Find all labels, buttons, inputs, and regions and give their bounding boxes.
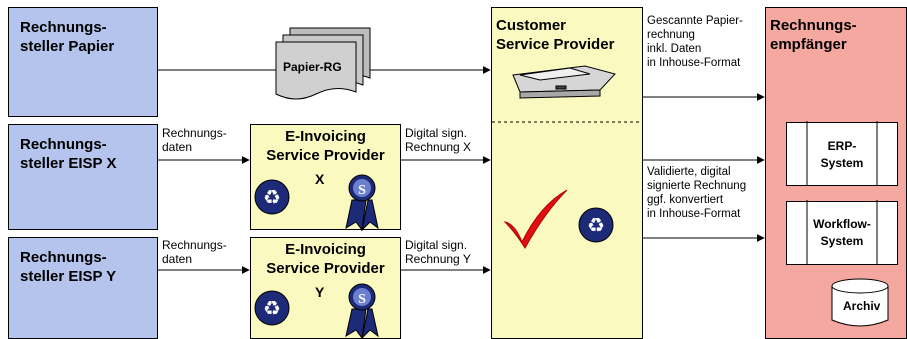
seal-ribbon-icon-x: S [345,174,379,232]
label-sign-y: Digital sign. Rechnung Y [405,238,471,266]
eisp-y-title: E-Invoicing Service Provider [266,241,385,277]
workflow-system-label: Workflow- System [813,217,871,248]
recycle-icon-eisp-x: ♻ [254,179,290,215]
sender-eisp-x-label: Rechnungs- steller EISP X [20,136,117,172]
seal-ribbon-icon-y: S [345,283,379,338]
workflow-system-box: Workflow- System [786,201,898,265]
archive-label: Archiv [843,299,881,313]
sender-paper-label: Rechnungs- steller Papier [20,19,115,55]
sender-eisp-y-label: Rechnungs- steller EISP Y [20,249,117,285]
receiver-title: Rechnungs- empfänger [770,17,857,53]
svg-text:S: S [358,183,366,198]
sender-paper-box: Rechnungs- steller Papier [8,7,158,117]
paper-invoice-stack [275,27,371,100]
erp-frame-lines [806,121,878,264]
svg-text:S: S [358,292,366,307]
csp-box: Customer Service Provider [491,7,643,339]
eisp-x-title: E-Invoicing Service Provider [266,128,385,164]
label-data-x: Rechnungs- daten [162,126,227,154]
label-sign-x: Digital sign. Rechnung X [405,126,472,154]
erp-system-box: ERP- System [786,122,898,186]
erp-system-label: ERP- System [820,139,864,170]
eisp-x-suffix: X [315,171,325,187]
label-validated: Validierte, digital signierte Rechnung g… [647,166,747,220]
sender-eisp-x-box: Rechnungs- steller EISP X [8,124,158,230]
archive-cylinder [831,278,889,327]
svg-text:♻: ♻ [587,213,605,237]
recycle-icon-eisp-y: ♻ [254,290,290,326]
eisp-y-suffix: Y [315,284,325,300]
recycle-icon-csp: ♻ [578,207,614,243]
label-data-y: Rechnungs- daten [162,238,227,266]
scanner-icon [512,65,616,99]
paper-invoice-label: Papier-RG [283,60,342,74]
svg-text:♻: ♻ [263,296,281,320]
checkmark-icon [503,189,568,249]
csp-title: Customer Service Provider [496,17,615,53]
svg-text:♻: ♻ [263,185,281,209]
label-scanned: Gescannte Papier- rechnung inkl. Daten i… [647,15,743,69]
